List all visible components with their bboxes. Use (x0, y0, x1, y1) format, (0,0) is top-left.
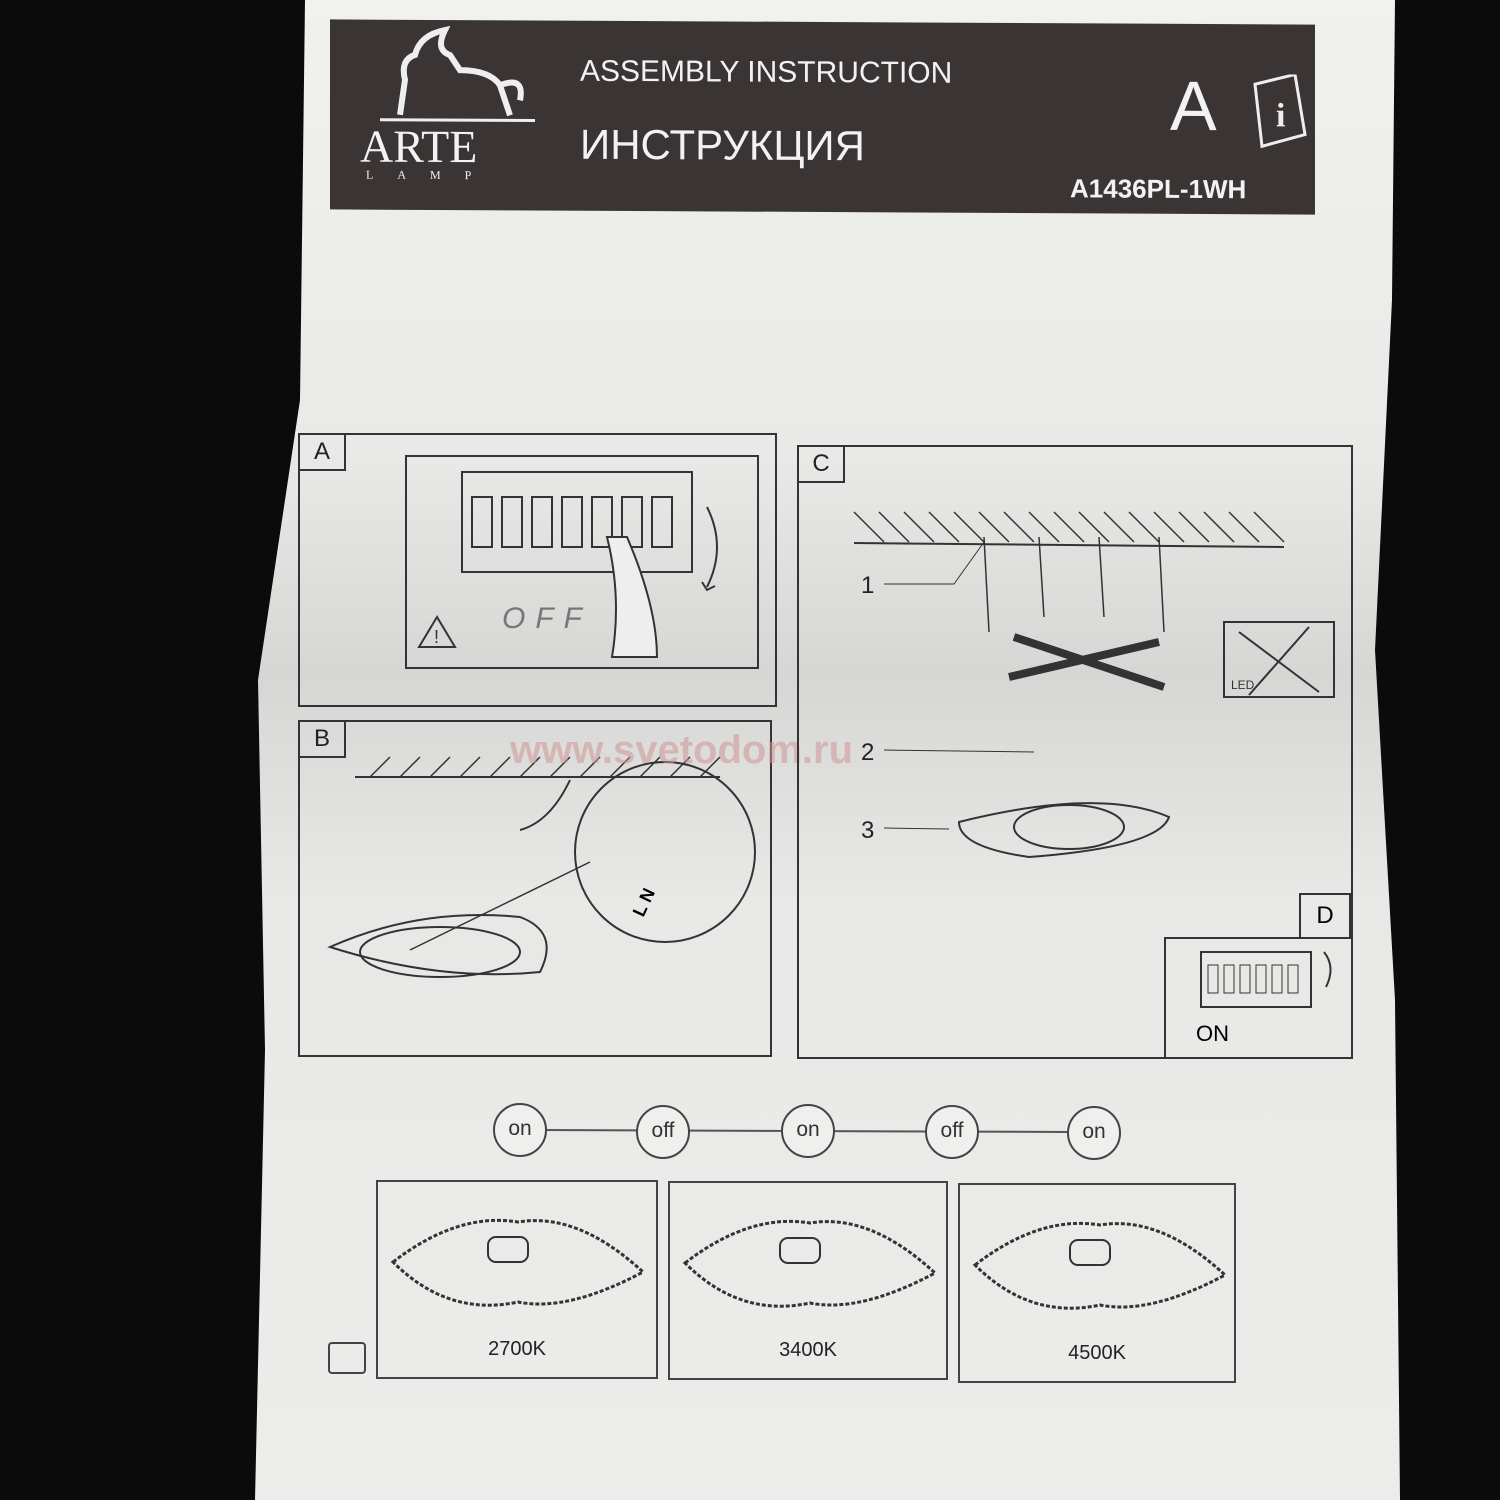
panel-label: D (1299, 893, 1351, 939)
color-temp-label: 3400K (779, 1339, 837, 1361)
lamp-icon (682, 1219, 938, 1308)
title-english: ASSEMBLY INSTRUCTION (580, 54, 953, 90)
panel-b: B L N (298, 720, 772, 1057)
color-temp-label: 4500K (1068, 1342, 1126, 1364)
header-banner: ARTE LAMP ASSEMBLY INSTRUCTION ИНСТРУКЦИ… (330, 19, 1315, 215)
lamp-icon (390, 1218, 646, 1307)
color-temp-box: 3400K (668, 1181, 948, 1380)
circuit-breaker-icon (1200, 951, 1332, 1008)
color-temp-label: 2700K (488, 1338, 546, 1360)
svg-text:i: i (1276, 97, 1285, 134)
on-label: ON (1196, 1021, 1229, 1046)
panel-a: A ! OFF (298, 433, 777, 707)
switch-step-on: on (493, 1103, 547, 1157)
watermark: www.svetodom.ru (510, 728, 854, 772)
brand-name: ARTE (360, 120, 478, 173)
color-temp-box: 4500K (958, 1183, 1236, 1383)
panel-d: D ON (1164, 893, 1351, 1057)
wall-switch-icon (328, 1342, 366, 1374)
mounting-illustration: LED (853, 511, 1335, 859)
wiring-illustration (327, 756, 756, 978)
circuit-breaker-icon: ! (417, 471, 718, 658)
model-number: A1436PL-1WH (1070, 173, 1247, 205)
panel-c: C LED 1 2 3 D ON (797, 445, 1353, 1059)
callout-2: 2 (861, 739, 875, 766)
panel-label: B (300, 722, 346, 758)
lamp-icon (972, 1221, 1228, 1310)
panel-label: C (799, 447, 845, 483)
switch-step-off: off (925, 1105, 979, 1159)
brand-sub: LAMP (366, 167, 496, 183)
breaker-illustration: ! OFF (405, 455, 759, 669)
switch-step-on: on (781, 1104, 835, 1158)
panel-label: A (300, 435, 346, 471)
callout-1: 1 (861, 572, 875, 599)
title-russian: ИНСТРУКЦИЯ (580, 120, 865, 170)
led-note: LED (1231, 678, 1255, 692)
svg-text:!: ! (434, 627, 439, 647)
off-label: OFF (502, 602, 592, 635)
switch-step-on: on (1067, 1106, 1121, 1160)
lion-logo-icon (380, 25, 535, 122)
callout-3: 3 (861, 817, 875, 844)
section-letter: A (1170, 66, 1217, 146)
info-book-icon: i (1253, 74, 1307, 149)
switch-step-off: off (636, 1105, 690, 1159)
color-temp-box: 2700K (376, 1180, 658, 1379)
